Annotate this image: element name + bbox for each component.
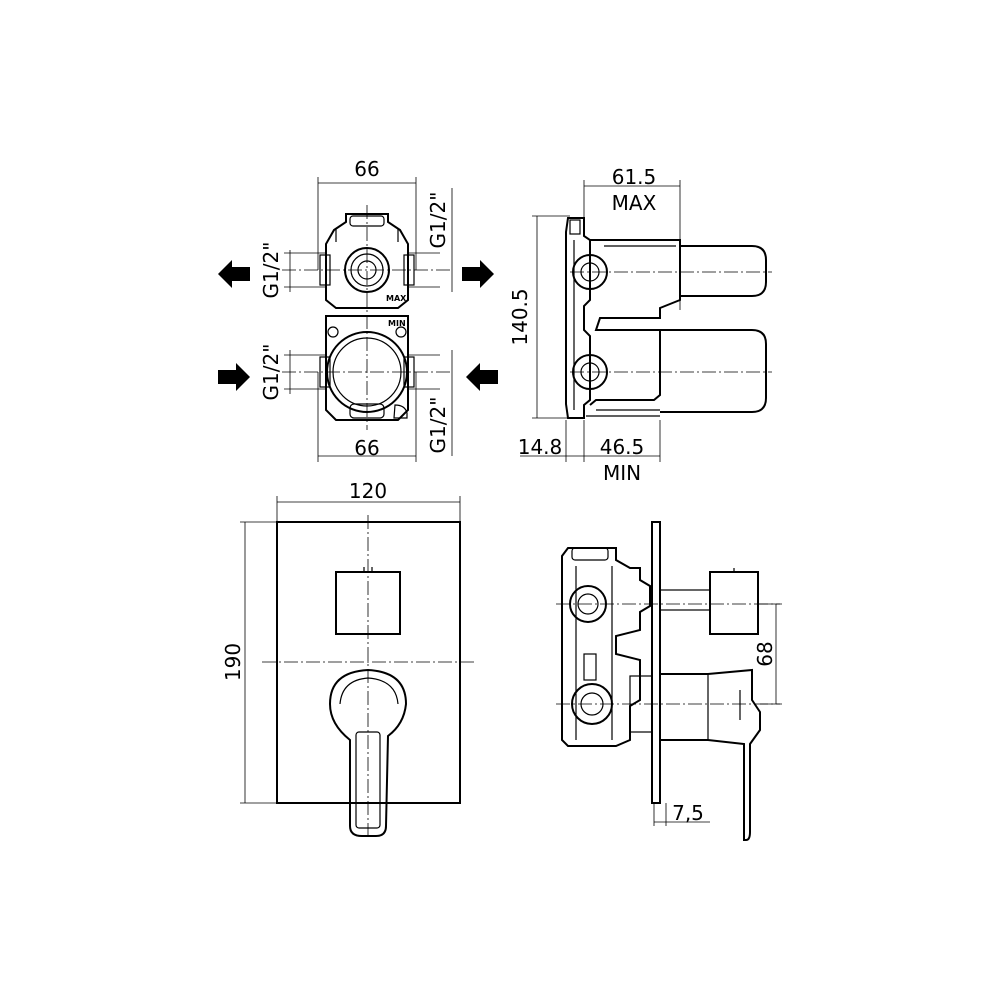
inlet-top-left-label: G1/2" <box>259 242 283 299</box>
plate-height-dim: 190 <box>221 643 245 681</box>
side-max-label: MAX <box>612 191 657 215</box>
side-offset-dim: 14.8 <box>518 435 563 459</box>
outlet-right-arrow-icon <box>462 260 494 288</box>
side-body-view: 61.5 MAX 140.5 14.8 46.5 MIN <box>508 165 772 485</box>
side-depth-min-dim: 46.5 <box>600 435 645 459</box>
side-depth-max-dim: 61.5 <box>612 165 657 189</box>
inlet-bottom-right-label: G1/2" <box>426 397 450 454</box>
inlet-top-right-label: G1/2" <box>426 192 450 249</box>
front-plate-view: 120 190 <box>221 479 474 840</box>
front-bottom-width-dim: 66 <box>354 436 379 460</box>
plate-thickness-dim: 7,5 <box>672 801 704 825</box>
front-body-view: 66 MAX MIN <box>218 157 498 462</box>
inlet-bottom-left-label: G1/2" <box>259 344 283 401</box>
side-assembly-view: 7,5 68 <box>556 521 782 841</box>
axis-distance-dim: 68 <box>753 641 777 666</box>
front-top-width-dim: 66 <box>354 157 379 181</box>
side-min-label: MIN <box>603 461 641 485</box>
plate-width-dim: 120 <box>349 479 387 503</box>
side-height-dim: 140.5 <box>508 288 532 345</box>
outlet-left-arrow-icon <box>218 260 250 288</box>
inlet-right-arrow-icon <box>466 363 498 391</box>
max-marking: MAX <box>386 294 407 303</box>
min-marking: MIN <box>388 319 406 328</box>
inlet-left-arrow-icon <box>218 363 250 391</box>
